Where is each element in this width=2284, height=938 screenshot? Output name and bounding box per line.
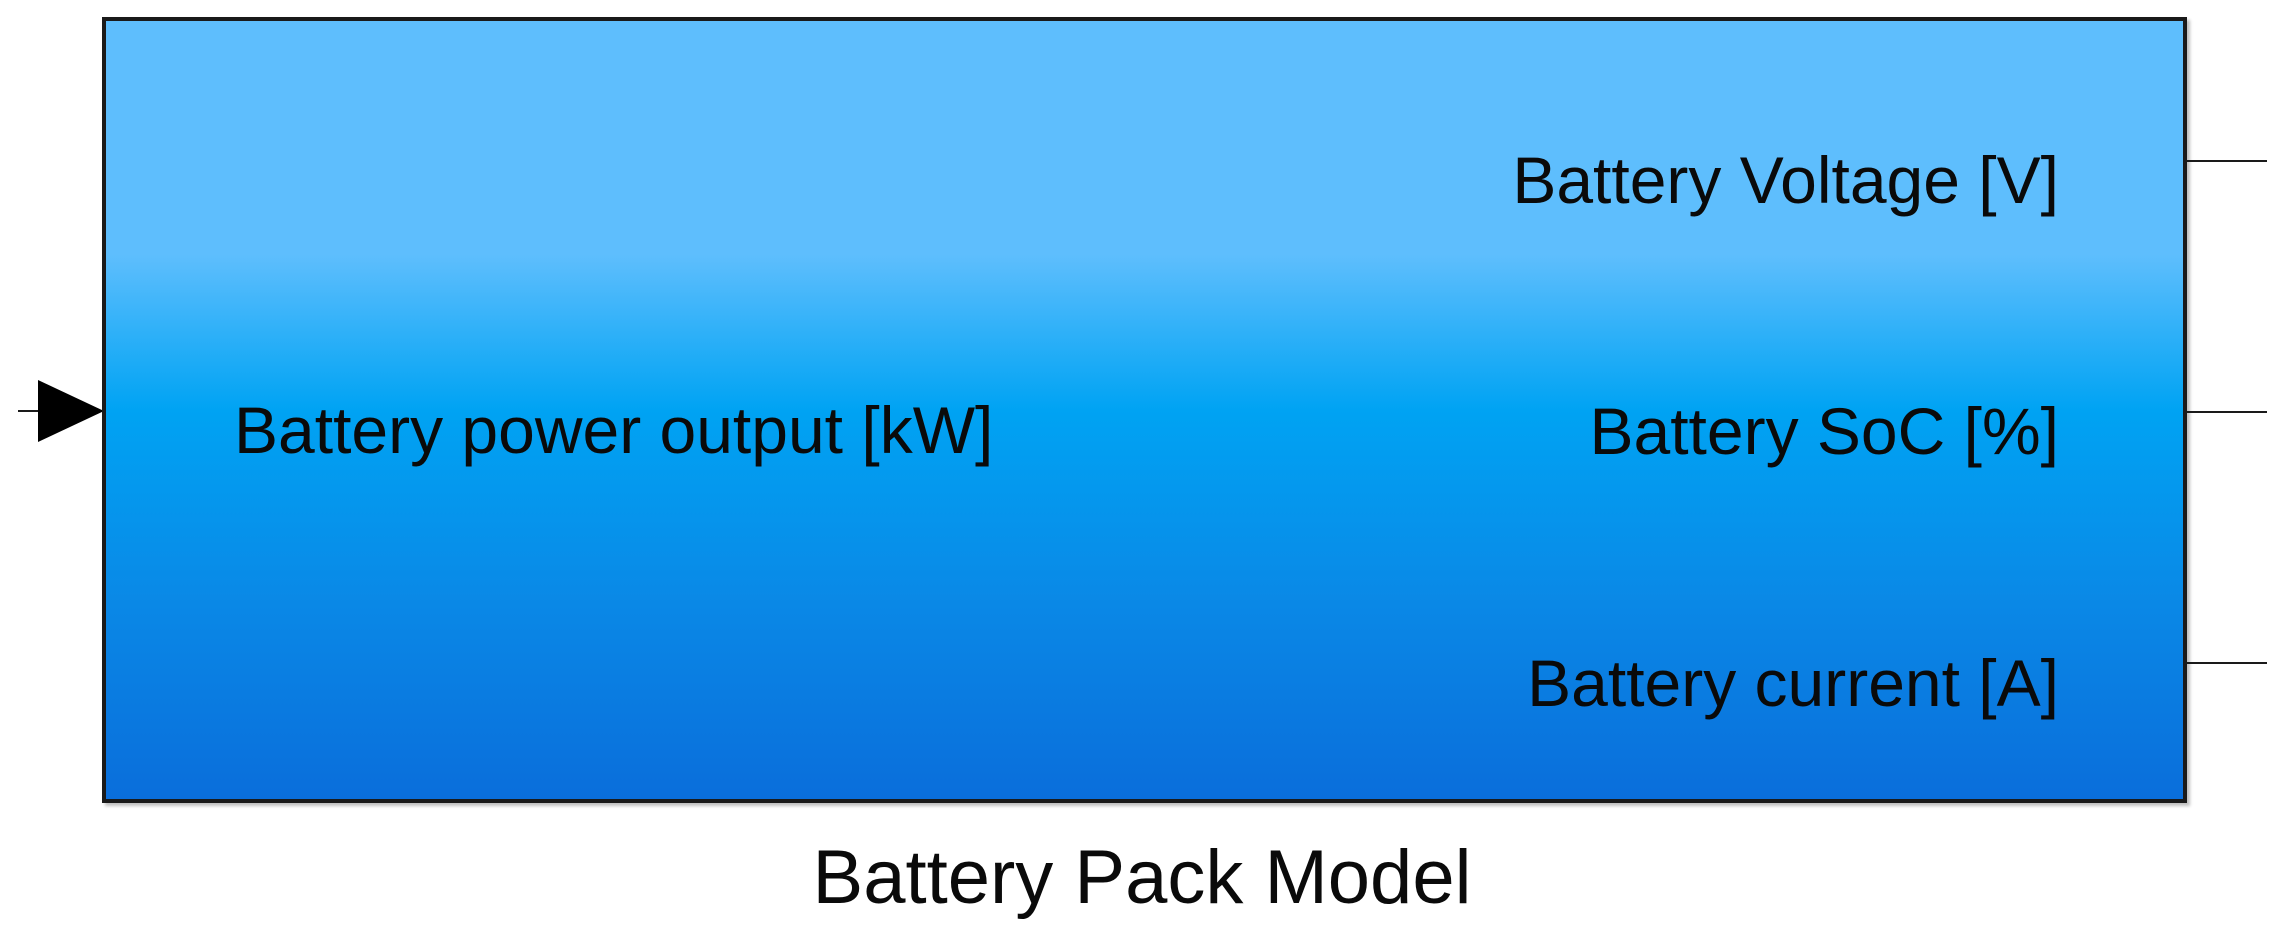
input-signal-line — [18, 410, 40, 412]
output-port-label-battery-current: Battery current [A] — [1527, 646, 2059, 720]
output-signal-line-voltage[interactable] — [2187, 160, 2267, 162]
output-port-label-battery-soc: Battery SoC [%] — [1589, 394, 2059, 468]
block-name-label[interactable]: Battery Pack Model — [812, 835, 1472, 920]
output-signal-line-current[interactable] — [2187, 662, 2267, 664]
input-port-arrow-icon[interactable] — [38, 380, 104, 442]
output-signal-line-soc[interactable] — [2187, 411, 2267, 413]
input-port-label-battery-power-output: Battery power output [kW] — [234, 393, 994, 467]
battery-pack-subsystem-block[interactable]: Battery power output [kW] Battery Voltag… — [102, 17, 2187, 803]
output-port-label-battery-voltage: Battery Voltage [V] — [1512, 143, 2059, 217]
